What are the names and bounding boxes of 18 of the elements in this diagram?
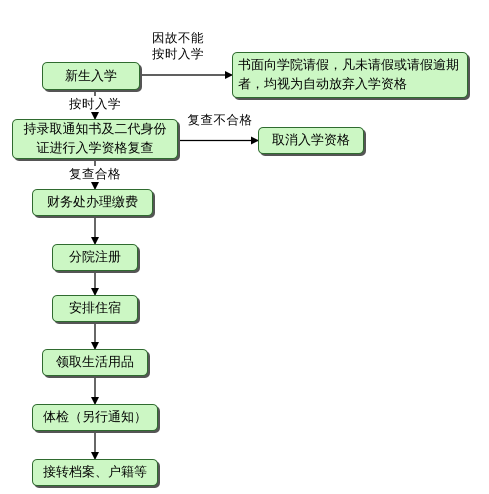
- process-box: 分院注册: [52, 244, 138, 271]
- arrow: [91, 431, 99, 460]
- arrow: [178, 136, 259, 144]
- process-box: 安排住宿: [52, 295, 138, 322]
- arrow: [140, 71, 233, 79]
- arrow: [91, 216, 99, 245]
- process-box: 接转档案、户籍等: [32, 459, 158, 486]
- arrow: [91, 376, 99, 405]
- arrow: [91, 271, 99, 296]
- process-box: 持录取通知书及二代身份证进行入学资格复查: [12, 119, 178, 159]
- arrow: [91, 322, 99, 350]
- process-box: 领取生活用品: [42, 349, 148, 376]
- process-box: 体检（另行通知）: [32, 404, 158, 431]
- process-box: 财务处办理缴费: [32, 189, 153, 216]
- process-box: 新生入学: [42, 62, 140, 90]
- end-box: 取消入学资格: [258, 127, 364, 154]
- note-box: 书面向学院请假，凡未请假或请假逾期者，均视为自动放弃入学资格: [232, 52, 468, 98]
- edge-label: 因故不能按时入学: [150, 30, 206, 62]
